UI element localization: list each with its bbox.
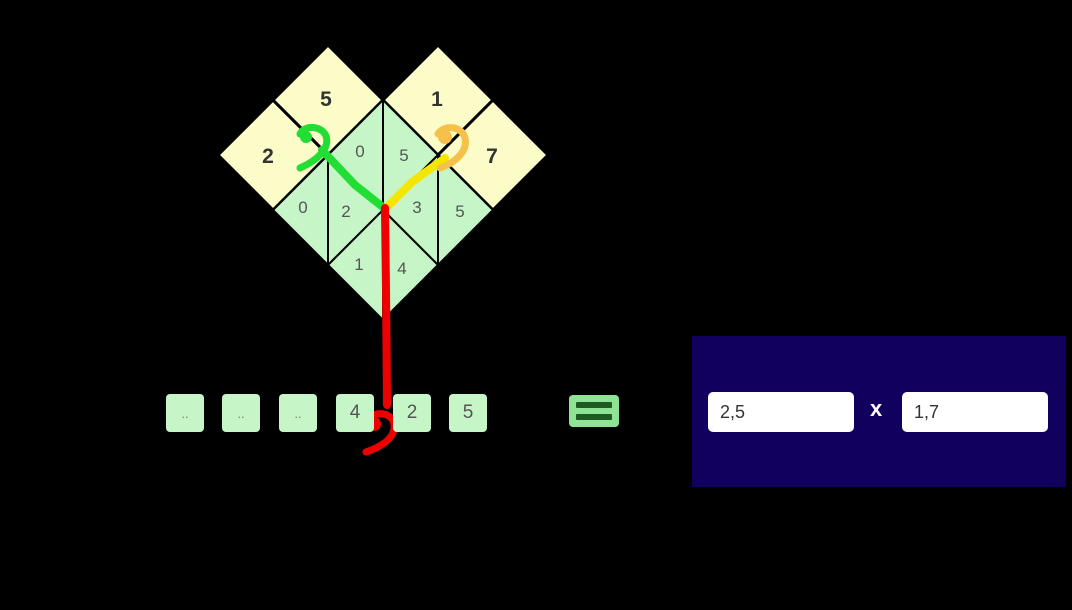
product-digit: 4 <box>397 259 406 278</box>
result-digit-slot[interactable]: 2 <box>393 394 431 432</box>
top-digit: 5 <box>320 88 332 111</box>
result-digit-slot[interactable]: .. <box>166 394 204 432</box>
decimal-path-green <box>318 146 388 212</box>
decimal-comma-icon <box>300 131 312 143</box>
product-digit: 5 <box>399 146 408 165</box>
decimal-comma-icon <box>296 124 331 172</box>
factor-b-input[interactable] <box>902 392 1048 432</box>
product-digit: 0 <box>298 198 307 217</box>
result-digit-slot[interactable]: 5 <box>449 394 487 432</box>
top-digit: 7 <box>486 145 498 168</box>
top-digit: 1 <box>431 88 443 111</box>
decimal-comma-icon <box>438 130 452 144</box>
decimal-path-yellow <box>382 154 449 212</box>
equals-button[interactable] <box>569 395 619 427</box>
result-digit-slot[interactable]: .. <box>222 394 260 432</box>
result-digit-slot[interactable]: 4 <box>336 394 374 432</box>
result-digit-slot[interactable]: .. <box>279 394 317 432</box>
multiply-sign: x <box>870 396 883 421</box>
decimal-comma-icon <box>434 124 469 172</box>
product-digit: 2 <box>341 202 350 221</box>
top-digit: 2 <box>262 145 274 168</box>
product-digit: 3 <box>412 198 421 217</box>
product-digit: 1 <box>354 255 363 274</box>
equals-icon <box>576 402 612 408</box>
equals-icon <box>576 414 612 420</box>
product-digit: 5 <box>455 202 464 221</box>
product-digit: 0 <box>355 142 364 161</box>
factor-a-input[interactable] <box>708 392 854 432</box>
factor-input-panel: x <box>692 336 1066 487</box>
decimal-path-red <box>381 204 391 409</box>
